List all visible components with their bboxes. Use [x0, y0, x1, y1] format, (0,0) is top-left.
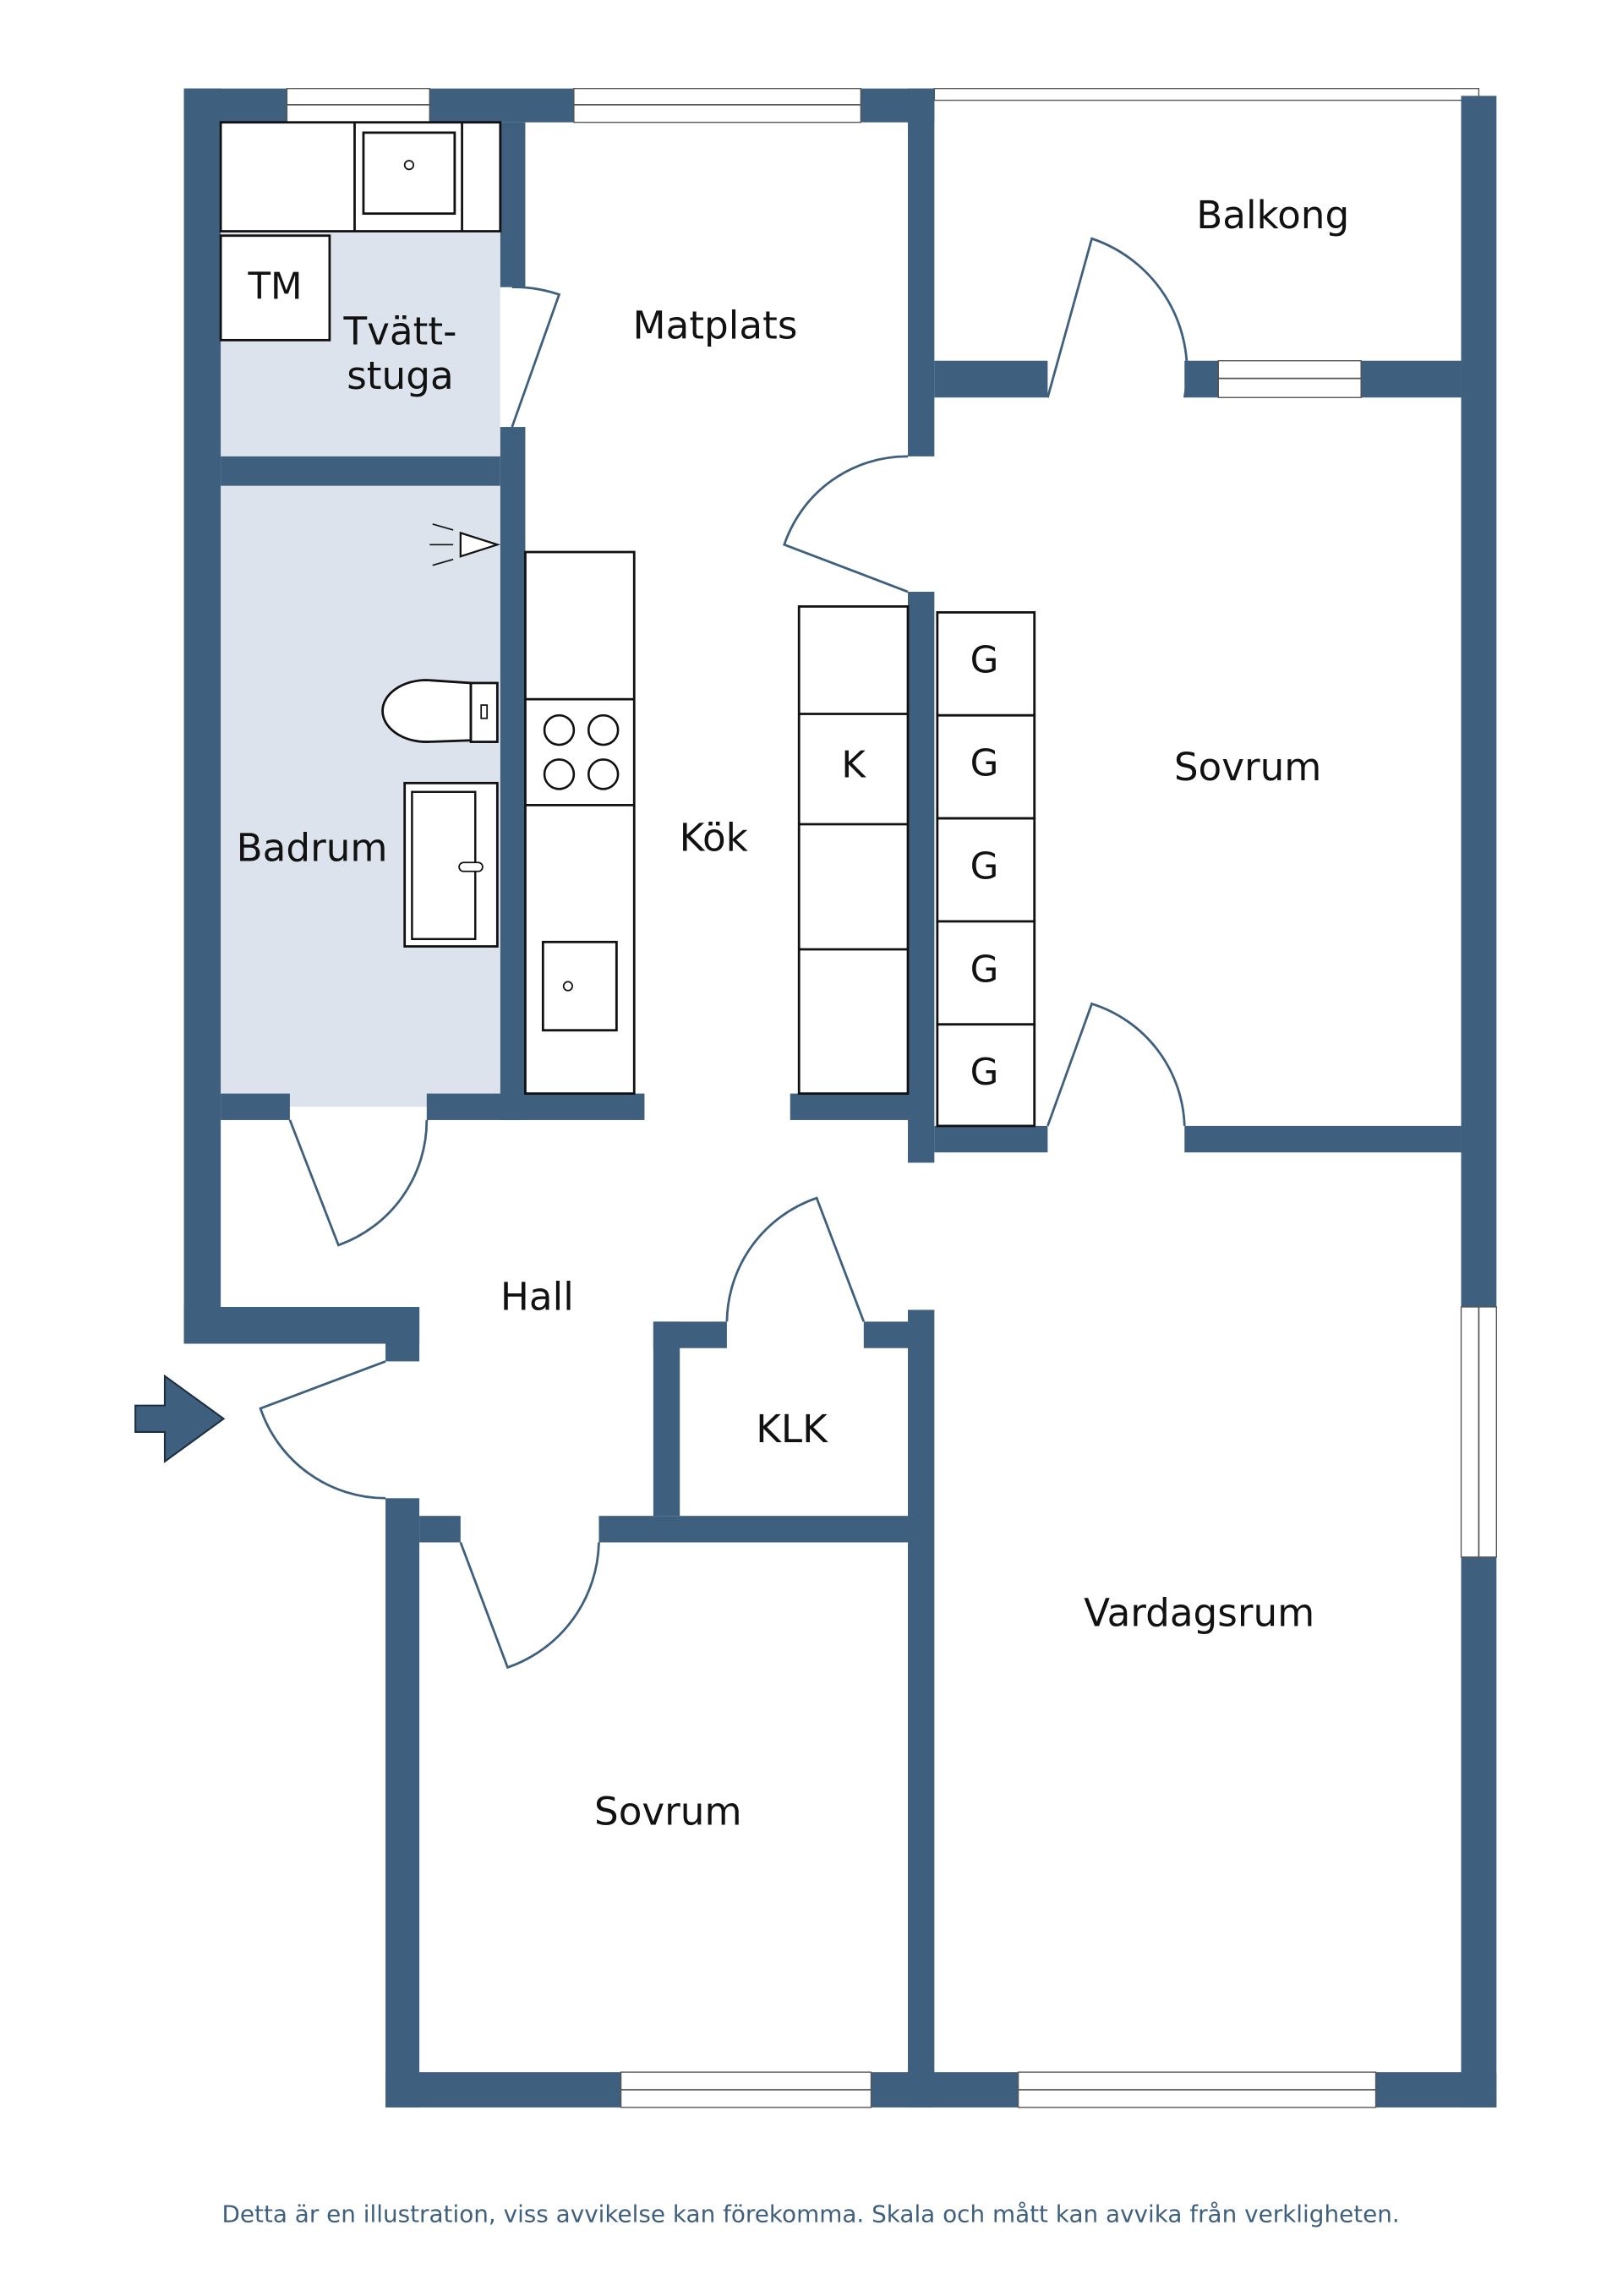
- label-g: G: [970, 743, 999, 785]
- balcony-railing: [933, 87, 1480, 101]
- doors: [259, 237, 1189, 1670]
- label-g: G: [970, 1052, 999, 1094]
- label-badrum: Badrum: [237, 826, 388, 871]
- label-balkong: Balkong: [1196, 193, 1349, 238]
- stove-icon: [543, 713, 620, 790]
- kitchen-island: [797, 605, 910, 1095]
- label-tvattstuga-1: Tvätt-: [342, 309, 456, 354]
- label-tm: TM: [247, 266, 302, 309]
- label-matplats: Matplats: [633, 303, 798, 348]
- walls: [183, 88, 1497, 2107]
- label-kok: Kök: [680, 815, 749, 860]
- dryer-tm: [219, 234, 331, 342]
- label-klk: KLK: [756, 1407, 828, 1451]
- laundry-sink: [362, 131, 456, 216]
- kitchen-sink-icon: [541, 940, 618, 1032]
- entrance-arrow-icon: [134, 1374, 226, 1463]
- label-sovrum-upper: Sovrum: [1174, 745, 1322, 790]
- label-g: G: [970, 640, 999, 682]
- laundry-counter: [219, 121, 502, 232]
- windows: [286, 87, 1497, 2108]
- shower-icon: [429, 523, 501, 566]
- wardrobes: [936, 610, 1036, 1128]
- bathroom-sink-icon: [403, 781, 499, 948]
- label-tvattstuga-2: stuga: [347, 353, 453, 398]
- label-k: K: [841, 744, 866, 786]
- label-g: G: [970, 948, 999, 991]
- kitchen-counter: [524, 550, 636, 1095]
- label-sovrum-lower: Sovrum: [594, 1790, 742, 1834]
- label-hall: Hall: [500, 1274, 574, 1319]
- toilet-icon: [381, 679, 499, 743]
- disclaimer-footer: Detta är en illustration, viss avvikelse…: [221, 2200, 1399, 2228]
- label-g: G: [970, 845, 999, 888]
- label-vardagsrum: Vardagsrum: [1084, 1591, 1314, 1636]
